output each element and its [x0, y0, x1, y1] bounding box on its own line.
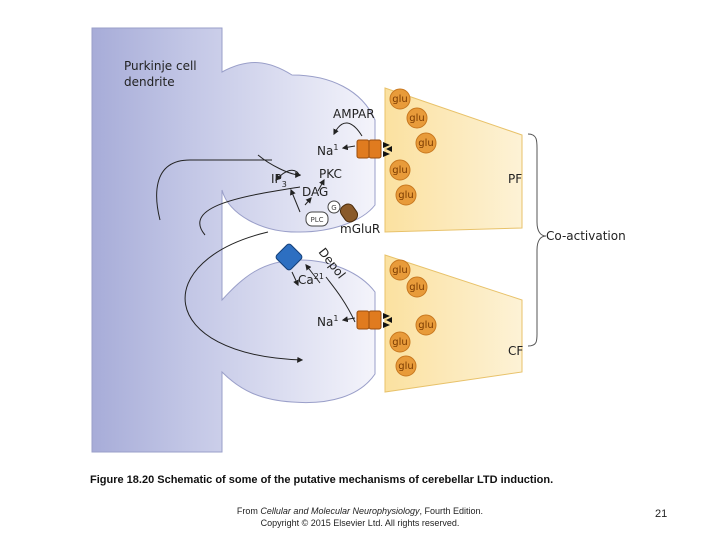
- source-book-title: Cellular and Molecular Neurophysiology: [260, 506, 420, 516]
- na-bottom-sup: 1: [333, 314, 338, 323]
- figure-caption: Figure 18.20 Schematic of some of the pu…: [90, 474, 554, 486]
- dendrite-label: Purkinje cell: [124, 59, 197, 73]
- cf-label: CF: [508, 344, 523, 358]
- parallel-fiber-terminal: [384, 87, 523, 233]
- vesicle: [395, 184, 417, 206]
- vesicle: [389, 159, 411, 181]
- glu-label: glu: [392, 94, 407, 105]
- glu-label: glu: [392, 265, 407, 276]
- vesicle: [406, 276, 428, 298]
- vesicle: [389, 331, 411, 353]
- source-credit: From Cellular and Molecular Neurophysiol…: [200, 505, 520, 529]
- glu-label: glu: [392, 165, 407, 176]
- copyright-text: Copyright © 2015 Elsevier Ltd. All right…: [260, 518, 460, 528]
- purkinje-dendrite: [91, 27, 376, 453]
- vesicles-top: glu glu glu glu glu: [389, 88, 437, 206]
- glu-label: glu: [392, 337, 407, 348]
- dag-label: DAG: [302, 185, 328, 199]
- glu-label: glu: [418, 138, 433, 149]
- pf-label: PF: [508, 172, 522, 186]
- ltd-diagram: glu glu glu glu glu glu glu glu glu glu …: [91, 27, 626, 453]
- ampar-receptor-top: [356, 139, 392, 159]
- glu-label: glu: [418, 320, 433, 331]
- source-prefix: From: [236, 506, 261, 516]
- glu-label: glu: [409, 113, 424, 124]
- g-protein: G: [327, 200, 341, 214]
- plc-enzyme: PLC: [305, 211, 329, 227]
- na-top-text: Na: [317, 144, 333, 158]
- ampar-receptor-bottom: [356, 310, 392, 330]
- vesicle: [395, 355, 417, 377]
- g-protein-label: G: [331, 204, 336, 212]
- ca-text: Ca: [298, 273, 314, 287]
- vesicle: [415, 132, 437, 154]
- mglur-label: mGluR: [340, 222, 380, 236]
- vesicle: [415, 314, 437, 336]
- calcium-channel: [275, 243, 303, 271]
- na-bottom-text: Na: [317, 315, 333, 329]
- ip3-label: IP3: [271, 172, 287, 189]
- glu-label: glu: [398, 361, 413, 372]
- page-number: 21: [655, 508, 668, 520]
- na-bottom-label: Na1: [317, 314, 338, 329]
- dendrite-label-line2: dendrite: [124, 75, 175, 89]
- plc-label: PLC: [310, 216, 323, 224]
- ip3-text: IP: [271, 172, 282, 186]
- pkc-label: PKC: [319, 167, 342, 181]
- coactivation-bracket: [527, 133, 547, 347]
- ampar-label: AMPAR: [333, 107, 375, 121]
- vesicle: [389, 88, 411, 110]
- na-top-label: Na1: [317, 143, 338, 158]
- glu-label: glu: [409, 282, 424, 293]
- mglur-receptor: [339, 203, 359, 223]
- ca-sup: 21: [314, 272, 324, 281]
- signaling-arrows: [156, 122, 363, 363]
- glu-label: glu: [398, 190, 413, 201]
- vesicles-bottom: glu glu glu glu glu: [389, 259, 437, 377]
- vesicle: [389, 259, 411, 281]
- coactivation-label: Co-activation: [546, 229, 626, 243]
- na-top-sup: 1: [333, 143, 338, 152]
- vesicle: [406, 107, 428, 129]
- ca-label: Ca21: [298, 272, 324, 287]
- source-suffix: , Fourth Edition.: [419, 506, 484, 516]
- ip3-sub: 3: [282, 180, 287, 189]
